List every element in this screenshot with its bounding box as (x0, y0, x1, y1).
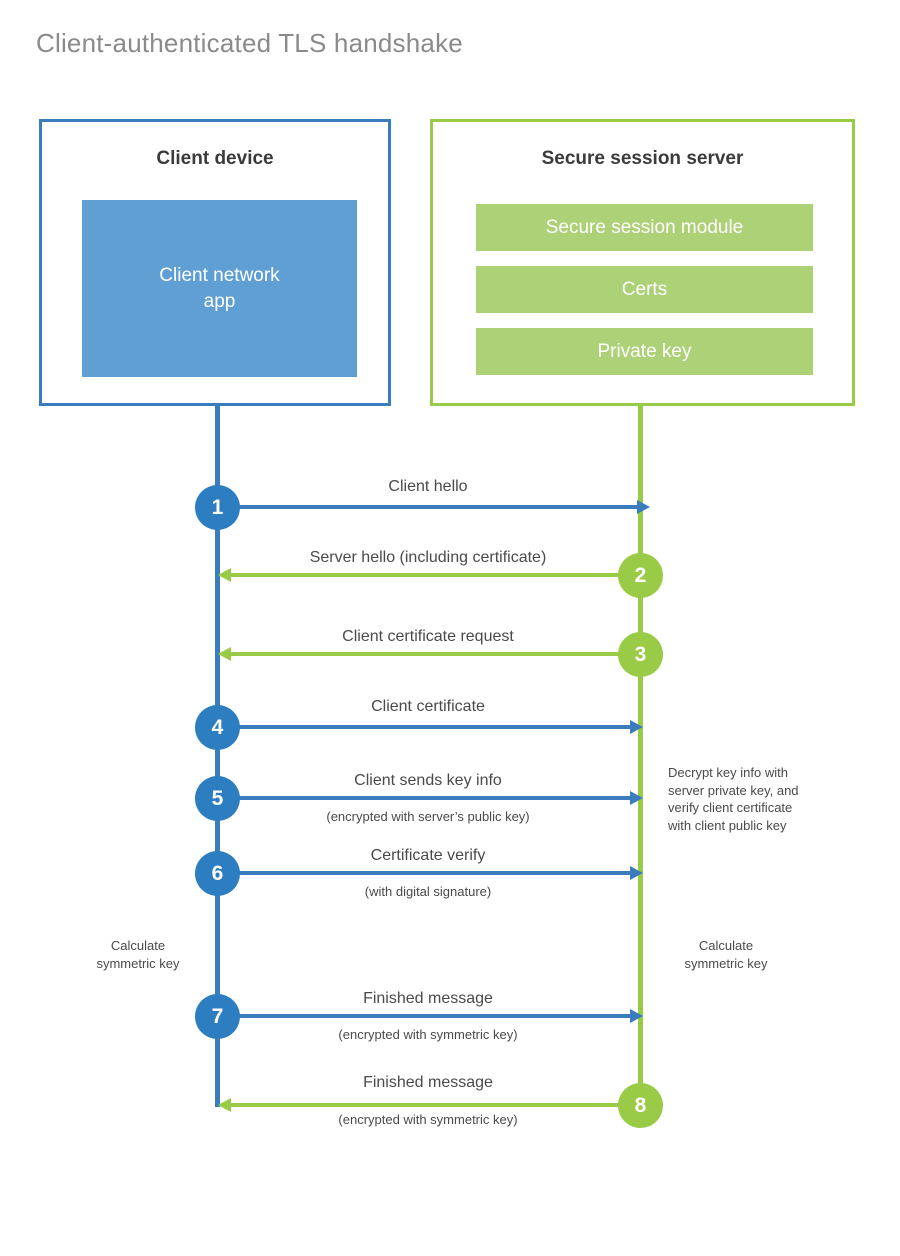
step-7-arrow (218, 1009, 643, 1023)
step-7-sublabel: (encrypted with symmetric key) (338, 1027, 518, 1042)
step-8-badge: 8 (618, 1083, 663, 1128)
server-component-certs: Certs (476, 266, 813, 313)
step-4-arrow (218, 720, 643, 734)
step-5-badge: 5 (195, 776, 240, 821)
step-7-label: Finished message (363, 990, 493, 1007)
arrow-head-icon (630, 720, 643, 734)
step-8-sublabel: (encrypted with symmetric key) (338, 1112, 518, 1127)
step-7-badge: 7 (195, 994, 240, 1039)
step-6-badge: 6 (195, 851, 240, 896)
secure-session-server-title: Secure session server (541, 148, 744, 169)
client-device-title: Client device (156, 148, 274, 169)
client-lifeline (215, 406, 220, 1107)
arrow-head-icon (637, 500, 650, 514)
arrow-head-icon (218, 1098, 231, 1112)
step-5-label: Client sends key info (354, 772, 502, 789)
step-8-label: Finished message (363, 1074, 493, 1091)
step-2-arrow (218, 568, 640, 582)
step-6-arrow (218, 866, 643, 880)
step-1-arrow (218, 500, 650, 514)
step-5-arrow (218, 791, 643, 805)
step-4-badge: 4 (195, 705, 240, 750)
step-2-label: Server hello (including certificate) (309, 549, 547, 566)
arrow-head-icon (630, 791, 643, 805)
page-title: Client-authenticated TLS handshake (36, 28, 463, 58)
step-2-badge: 2 (618, 553, 663, 598)
server-component-secure-session-module: Secure session module (476, 204, 813, 251)
server-component-private-key: Private key (476, 328, 813, 375)
step-1-badge: 1 (195, 485, 240, 530)
step-3-badge: 3 (618, 632, 663, 677)
secure-session-server-box: Secure session server Secure session mod… (430, 119, 855, 406)
arrow-head-icon (630, 866, 643, 880)
arrow-head-icon (218, 647, 231, 661)
arrow-head-icon (630, 1009, 643, 1023)
step-1-label: Client hello (388, 478, 468, 495)
step-5-sublabel: (encrypted with server’s public key) (326, 809, 530, 824)
step-3-arrow (218, 647, 640, 661)
step-4-label: Client certificate (371, 698, 485, 715)
step-6-sublabel: (with digital signature) (364, 884, 492, 899)
arrow-head-icon (218, 568, 231, 582)
step-6-label: Certificate verify (370, 847, 486, 864)
step-3-label: Client certificate request (342, 628, 514, 645)
step-8-arrow (218, 1098, 640, 1112)
server-lifeline (638, 406, 643, 1107)
